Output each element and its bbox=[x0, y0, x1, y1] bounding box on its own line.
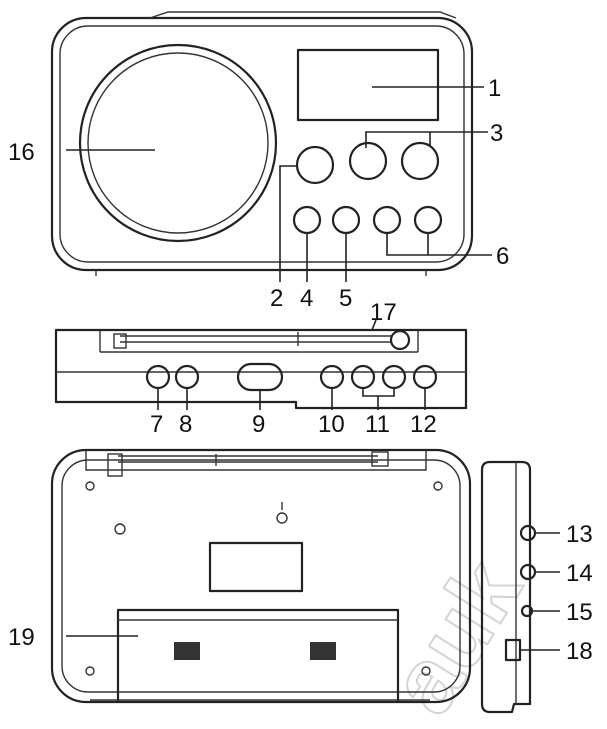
leader-11a bbox=[362, 388, 379, 410]
callout-8: 8 bbox=[179, 411, 192, 438]
front-button-2 bbox=[331, 205, 361, 235]
callout-3: 3 bbox=[490, 120, 503, 147]
front-button-4 bbox=[413, 205, 443, 235]
front-knob-left bbox=[295, 145, 335, 185]
top-button-8 bbox=[174, 364, 200, 390]
front-view: 1 2 3 4 5 6 16 bbox=[8, 11, 509, 312]
back-view: 19 bbox=[8, 448, 472, 704]
antenna-tip bbox=[113, 333, 127, 349]
front-knob-right bbox=[400, 141, 440, 181]
back-antenna-tip bbox=[107, 453, 123, 477]
front-button-3 bbox=[372, 205, 402, 235]
top-button-12 bbox=[412, 364, 438, 390]
top-housing bbox=[54, 328, 468, 410]
callout-17: 17 bbox=[370, 299, 397, 326]
back-label-plate bbox=[208, 541, 304, 593]
battery-clip-left bbox=[174, 642, 200, 660]
speaker-inner bbox=[87, 52, 269, 234]
callout-14: 14 bbox=[566, 560, 593, 587]
leader-17 bbox=[371, 319, 377, 331]
back-screw-mid-left bbox=[114, 523, 126, 535]
back-screw-center bbox=[276, 512, 288, 524]
callout-11: 11 bbox=[365, 411, 390, 438]
display-screen bbox=[296, 48, 440, 122]
leader-3 bbox=[365, 131, 488, 148]
top-button-11b bbox=[381, 364, 407, 390]
antenna-pivot bbox=[389, 329, 411, 351]
leader-6 bbox=[386, 233, 492, 256]
callout-10: 10 bbox=[318, 411, 345, 438]
leader-11b bbox=[378, 388, 395, 397]
callout-9: 9 bbox=[252, 411, 265, 438]
back-antenna-bay bbox=[85, 450, 427, 471]
front-knob-middle bbox=[348, 141, 388, 181]
callout-13: 13 bbox=[566, 521, 593, 548]
callout-2: 2 bbox=[270, 285, 283, 312]
front-housing-inner bbox=[59, 25, 465, 263]
side-view: 13 14 15 18 bbox=[480, 460, 593, 714]
back-antenna-pivot bbox=[371, 451, 389, 467]
back-housing-inner bbox=[61, 459, 461, 693]
side-housing bbox=[480, 460, 532, 714]
callout-18: 18 bbox=[566, 638, 593, 665]
top-button-7 bbox=[145, 364, 171, 390]
front-button-1 bbox=[292, 205, 322, 235]
callout-16: 16 bbox=[8, 139, 35, 166]
callout-5: 5 bbox=[339, 285, 352, 312]
callout-12: 12 bbox=[410, 411, 437, 438]
callout-15: 15 bbox=[566, 599, 593, 626]
callout-7: 7 bbox=[150, 411, 163, 438]
side-jack-14 bbox=[519, 563, 537, 581]
back-screw-top-right bbox=[433, 481, 443, 491]
front-housing-outer bbox=[50, 16, 474, 272]
side-jack-13 bbox=[519, 524, 537, 542]
back-housing-outer bbox=[50, 448, 472, 704]
back-screw-top-left bbox=[85, 481, 95, 491]
battery-cover bbox=[116, 608, 400, 704]
back-screw-bottom-left bbox=[85, 666, 95, 676]
top-view: 17 7 8 9 10 11 12 bbox=[54, 299, 468, 438]
callout-4: 4 bbox=[300, 285, 313, 312]
front-top-ridge bbox=[149, 11, 457, 19]
top-button-9 bbox=[236, 362, 284, 392]
callout-1: 1 bbox=[488, 75, 501, 102]
speaker-outer bbox=[78, 43, 278, 243]
top-button-10 bbox=[319, 364, 345, 390]
back-screw-bottom-right bbox=[421, 666, 431, 676]
callout-6: 6 bbox=[496, 243, 509, 270]
top-button-11a bbox=[350, 364, 376, 390]
leader-2 bbox=[279, 165, 297, 282]
battery-clip-right bbox=[310, 642, 336, 660]
callout-19: 19 bbox=[8, 624, 35, 651]
